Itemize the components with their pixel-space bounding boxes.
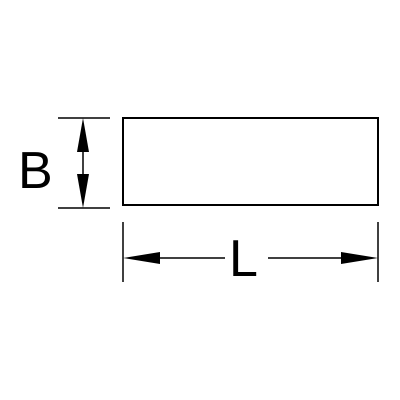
length-arrowhead-right (341, 252, 378, 264)
breadth-arrowhead-down (77, 174, 89, 208)
breadth-label: B (18, 142, 53, 200)
breadth-arrowhead-up (77, 118, 89, 152)
length-arrowhead-left (123, 252, 160, 264)
length-label: L (229, 230, 258, 288)
part-outline (122, 117, 379, 206)
